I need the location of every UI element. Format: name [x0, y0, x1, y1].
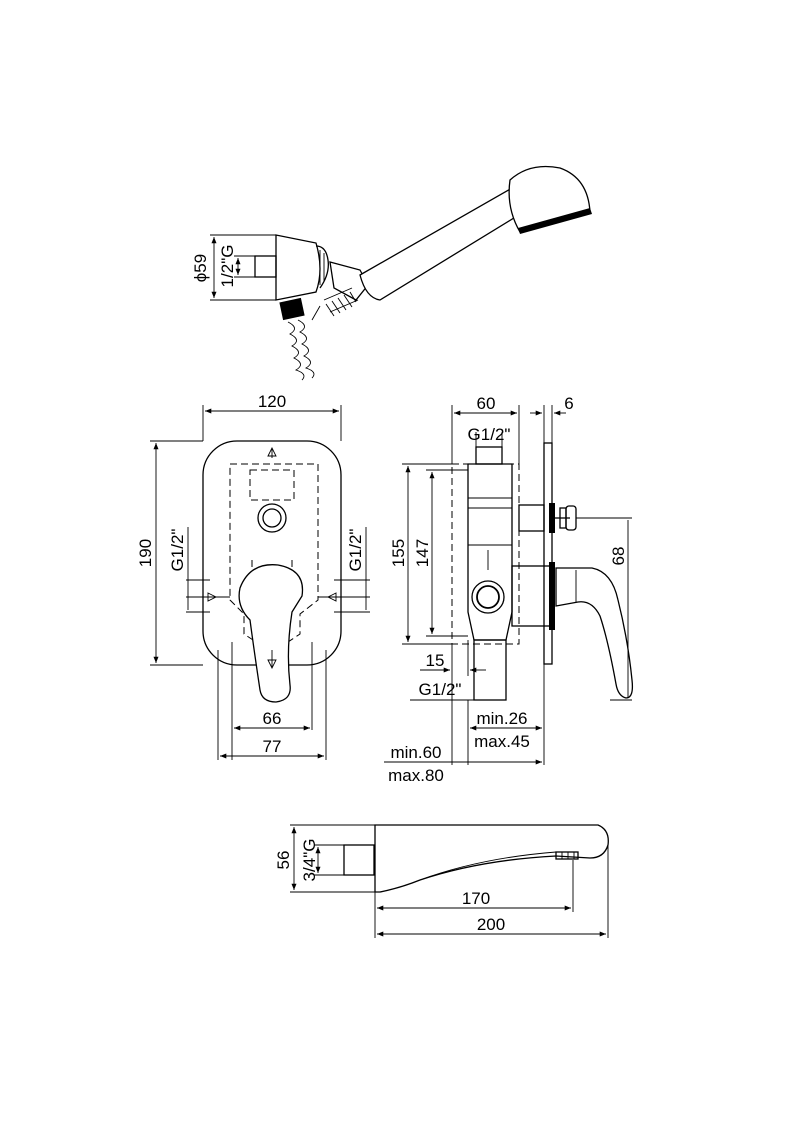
nipple: [254, 255, 277, 278]
flange-nut: [315, 245, 329, 289]
top-outlet: [475, 446, 503, 465]
dim-max-45: max.45: [474, 732, 530, 751]
side-body: [467, 463, 513, 641]
spout-nipple: [343, 844, 375, 876]
dim-body-66: 66: [263, 709, 282, 728]
dim-bottom-outlet: G1/2": [419, 680, 462, 699]
dim-height-155: 155: [389, 539, 408, 567]
hidden-top-block: [249, 469, 295, 501]
dim-inlet-right: G1/2": [346, 529, 365, 572]
hose-coil-right: [311, 287, 359, 321]
wall-flange: [275, 234, 321, 301]
side-lever: [555, 567, 634, 699]
side-hidden-body: [451, 463, 520, 645]
dim-thread-half-inch: 1/2"G: [218, 245, 237, 288]
dim-spout-thread: 3/4"G: [300, 839, 319, 882]
spout-aerator: [555, 851, 579, 860]
dim-inlet-left: G1/2": [168, 529, 187, 572]
dim-min-26: min.26: [476, 709, 527, 728]
shower-handle: [359, 187, 523, 301]
mixer-lever: [238, 564, 304, 703]
dim-offset-15: 15: [426, 651, 445, 670]
dim-min-60: min.60: [390, 743, 441, 762]
mixer-side-view: 60 6 G1/2" 155 147 68 15 G1/2": [384, 394, 634, 785]
cartridge: [511, 565, 553, 627]
hose-connector: [279, 297, 315, 381]
dim-width-120: 120: [258, 392, 286, 411]
dim-spout-reach-170: 170: [462, 889, 490, 908]
side-cover-plate: [543, 442, 553, 665]
dim-diameter-59: ϕ59: [191, 254, 210, 282]
hand-shower-view: ϕ59 1/2"G: [191, 165, 592, 381]
dim-plate-6: 6: [564, 394, 573, 413]
dim-height-147: 147: [413, 539, 432, 567]
dim-top-outlet: G1/2": [468, 425, 511, 444]
dim-body-77: 77: [263, 737, 282, 756]
dim-spout-length-200: 200: [477, 915, 505, 934]
dim-spout-height-56: 56: [274, 851, 293, 870]
swivel-holder: [329, 261, 369, 301]
dim-height-190: 190: [136, 539, 155, 567]
dim-depth-60: 60: [477, 394, 496, 413]
dim-lever-68: 68: [609, 547, 628, 566]
outlet-circle: [257, 503, 287, 533]
spout-view: 56 3/4"G 170 200: [274, 824, 609, 938]
inlet-circle: [471, 580, 505, 614]
mixer-front-view: 120 190 G1/2" G1/2" 66 77: [136, 392, 370, 760]
dim-max-80: max.80: [388, 766, 444, 785]
